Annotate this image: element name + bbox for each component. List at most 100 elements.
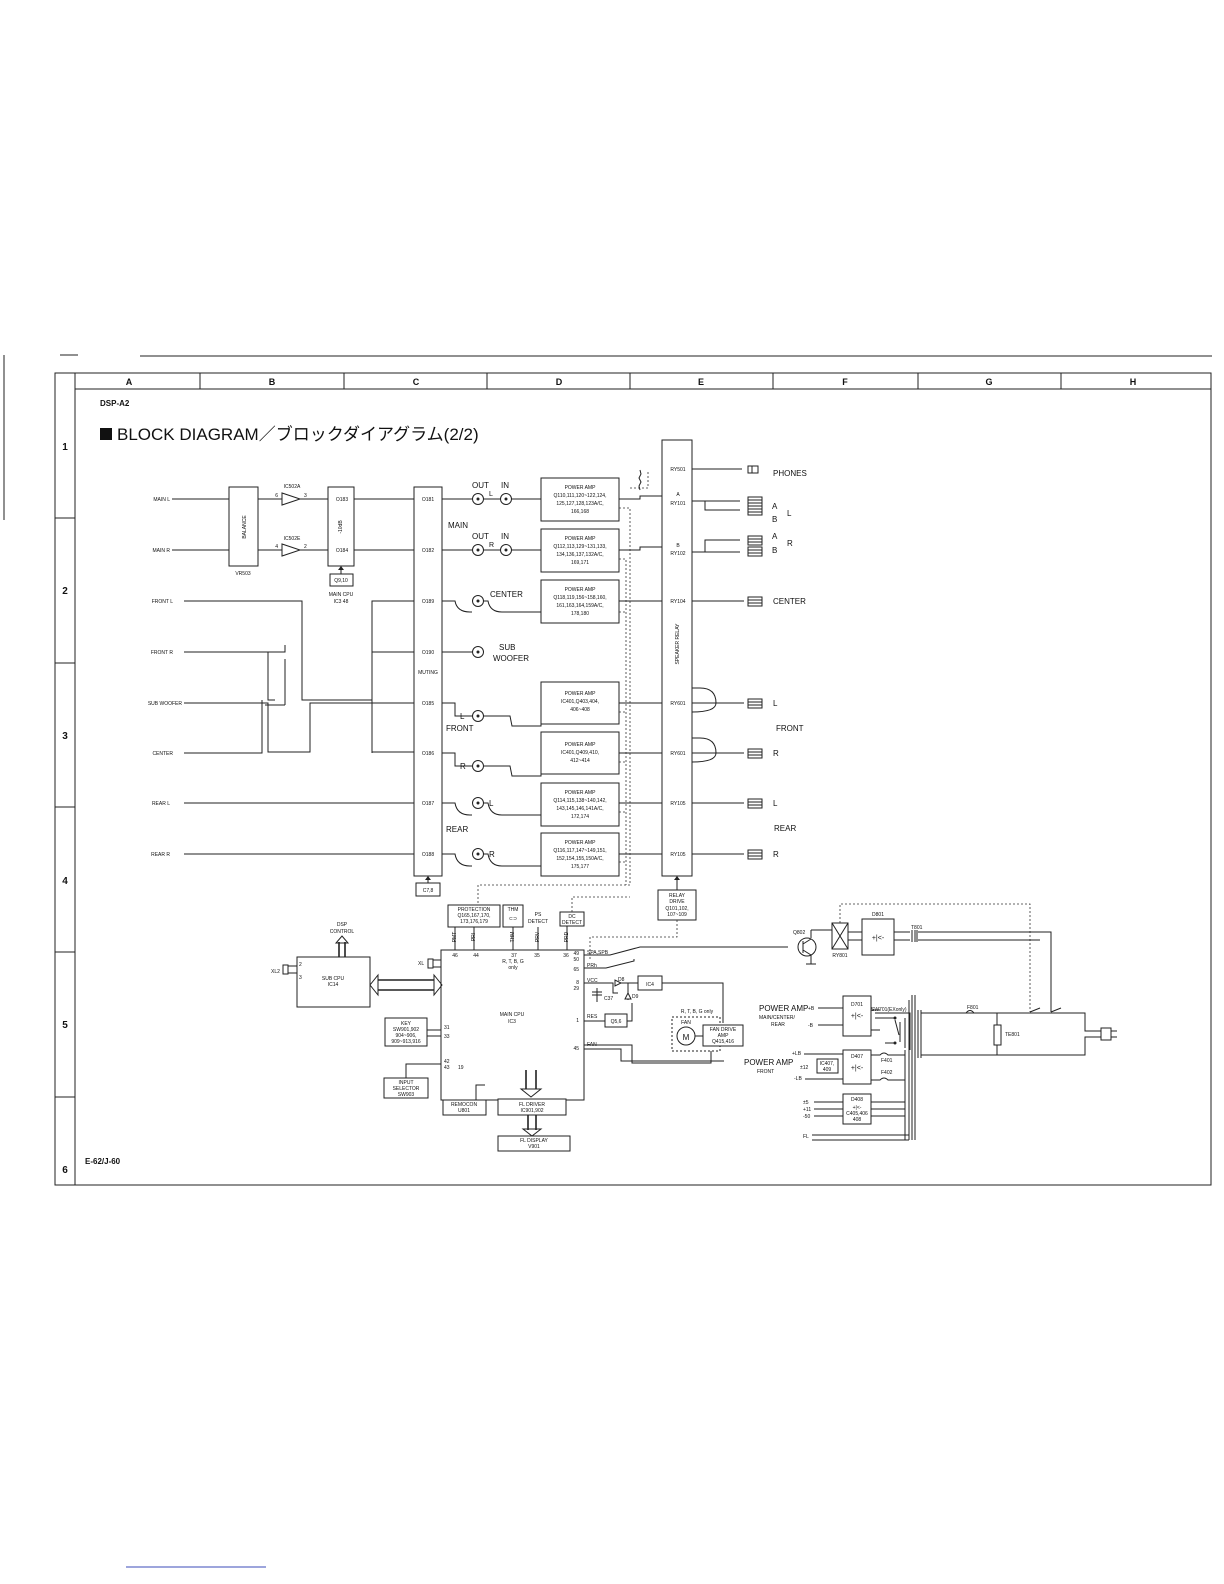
svg-text:152,154,155,150A/C,: 152,154,155,150A/C, bbox=[556, 856, 603, 862]
svg-text:RY601: RY601 bbox=[670, 751, 685, 757]
row-dividers bbox=[55, 517, 75, 1098]
power-amp-7: POWER AMP Q116,117,147~149,151, 152,154,… bbox=[540, 832, 620, 877]
row-label-1: 1 bbox=[62, 442, 68, 453]
svg-text:U801: U801 bbox=[458, 1108, 470, 1114]
svg-text:173,176,179: 173,176,179 bbox=[460, 919, 488, 925]
jack-front-l-icon bbox=[472, 710, 484, 722]
svg-text:XL: XL bbox=[418, 961, 424, 967]
svg-text:KEY: KEY bbox=[401, 1021, 412, 1027]
svg-text:POWER AMP: POWER AMP bbox=[744, 1058, 793, 1067]
jack-center-icon bbox=[472, 595, 484, 607]
output-rear: REAR bbox=[774, 824, 796, 833]
bridge-d407-block bbox=[842, 1049, 872, 1085]
q9-note1: MAIN CPU bbox=[329, 592, 354, 598]
fl-driver-block bbox=[497, 1098, 567, 1116]
svg-text:Q112,113,129~131,133,: Q112,113,129~131,133, bbox=[553, 544, 606, 550]
svg-text:2: 2 bbox=[299, 962, 302, 968]
jack-main-in-l-icon bbox=[500, 493, 512, 505]
svg-text:THM: THM bbox=[508, 907, 519, 913]
column-label-c: C bbox=[413, 377, 420, 387]
row-label-5: 5 bbox=[62, 1020, 68, 1031]
power-amp-5: POWER AMP IC401,Q409,410, 412~414 bbox=[540, 731, 620, 775]
svg-text:33: 33 bbox=[444, 1034, 450, 1040]
input-front-r: FRONT R bbox=[151, 650, 174, 656]
speaker-icons bbox=[747, 465, 763, 860]
svg-text:POWER AMP: POWER AMP bbox=[565, 840, 597, 846]
svg-text:SUB CPU: SUB CPU bbox=[322, 976, 345, 982]
input-main-l: MAIN L bbox=[153, 497, 170, 503]
jack-label-sub: SUB bbox=[499, 643, 515, 652]
column-label-e: E bbox=[698, 377, 704, 387]
svg-text:IC401,Q403,404,: IC401,Q403,404, bbox=[561, 699, 599, 705]
svg-text:POWER AMP: POWER AMP bbox=[565, 742, 597, 748]
svg-text:-LB: -LB bbox=[794, 1076, 802, 1082]
output-rear-r: R bbox=[773, 850, 779, 859]
svg-text:49: 49 bbox=[573, 951, 579, 957]
svg-text:406~408: 406~408 bbox=[570, 707, 590, 713]
svg-text:FL: FL bbox=[803, 1134, 809, 1140]
svg-text:175,177: 175,177 bbox=[571, 864, 589, 870]
c78-label: C7,8 bbox=[423, 888, 434, 894]
svg-text:SPA,SPB: SPA,SPB bbox=[587, 950, 609, 956]
svg-text:DSP: DSP bbox=[337, 922, 348, 928]
column-labels: A B C D E F G H bbox=[126, 377, 1137, 387]
q9-note2: IC3 48 bbox=[334, 599, 349, 605]
muting-pin-o190: O190 bbox=[422, 650, 434, 656]
relay-output-wires bbox=[691, 468, 744, 855]
q9-block bbox=[329, 573, 354, 587]
speaker-rear-r-icon bbox=[747, 849, 763, 860]
muting-pin-o189: O189 bbox=[422, 599, 434, 605]
jack-rear-r-icon bbox=[472, 848, 484, 860]
svg-text:1: 1 bbox=[576, 1018, 579, 1024]
svg-text:107~109: 107~109 bbox=[667, 912, 687, 918]
input-rear-r: REAR R bbox=[151, 852, 170, 858]
phones-icon bbox=[747, 465, 759, 474]
jack-label-front-r: R bbox=[460, 762, 466, 771]
muting-pin-o181: O181 bbox=[422, 497, 434, 503]
fuse-f801-icon bbox=[965, 1010, 975, 1014]
svg-text:50: 50 bbox=[573, 957, 579, 963]
svg-text:F801: F801 bbox=[967, 1005, 979, 1011]
input-center: CENTER bbox=[152, 751, 173, 757]
speaker-relay-label: SPEAKER RELAY bbox=[675, 623, 681, 665]
main-cpu-block bbox=[440, 949, 585, 1101]
svg-text:42: 42 bbox=[444, 1059, 450, 1065]
svg-text:POWER AMP: POWER AMP bbox=[565, 691, 597, 697]
svg-text:PRD: PRD bbox=[564, 931, 570, 942]
svg-text:±12: ±12 bbox=[800, 1065, 809, 1071]
svg-text:Q101,102,: Q101,102, bbox=[665, 906, 688, 912]
power-plug-icon bbox=[1100, 1027, 1112, 1041]
ic502e-pin-out: 2 bbox=[304, 544, 307, 550]
main-cpu-left-pins: 31 33 42 43 19 bbox=[444, 1025, 464, 1071]
row-label-6: 6 bbox=[62, 1165, 68, 1176]
power-amp-6: POWER AMP Q114,115,138~140,142, 143,145,… bbox=[540, 782, 620, 827]
svg-text:IC4: IC4 bbox=[646, 982, 654, 988]
svg-text:XL2: XL2 bbox=[271, 969, 280, 975]
balance-block bbox=[228, 486, 259, 567]
output-b-l: B bbox=[772, 515, 777, 524]
output-front-r: R bbox=[773, 749, 779, 758]
speaker-b-l-icon bbox=[747, 505, 763, 516]
output-r: R bbox=[787, 539, 793, 548]
page-title: BLOCK DIAGRAM／ブロックダイアグラム(2/2) bbox=[117, 424, 479, 444]
crystal-xl2-icon bbox=[282, 964, 289, 975]
jacks bbox=[472, 493, 512, 860]
jack-label-front-l: L bbox=[460, 712, 465, 721]
crystal-xl-icon bbox=[427, 958, 434, 969]
svg-text:POWER AMP: POWER AMP bbox=[565, 587, 597, 593]
jack-label-rear: REAR bbox=[446, 825, 468, 834]
jack-label-in-2: IN bbox=[501, 532, 509, 541]
muting-pin-o185: O185 bbox=[422, 701, 434, 707]
ic502e-pin-in: 4 bbox=[275, 544, 278, 550]
gain-out1: O183 bbox=[336, 497, 348, 503]
row-label-2: 2 bbox=[62, 586, 68, 597]
svg-text:POWER AMP: POWER AMP bbox=[565, 790, 597, 796]
ic502a-label: IC502A bbox=[284, 484, 301, 490]
svg-text:THM: THM bbox=[510, 932, 516, 943]
speaker-rear-l-icon bbox=[747, 798, 763, 809]
svg-text:+|<-: +|<- bbox=[872, 935, 885, 942]
jack-label-l: L bbox=[489, 491, 493, 498]
diagram-frame bbox=[54, 372, 1212, 1186]
relay-drive-block bbox=[657, 889, 697, 921]
speaker-a-l-icon bbox=[747, 496, 763, 507]
